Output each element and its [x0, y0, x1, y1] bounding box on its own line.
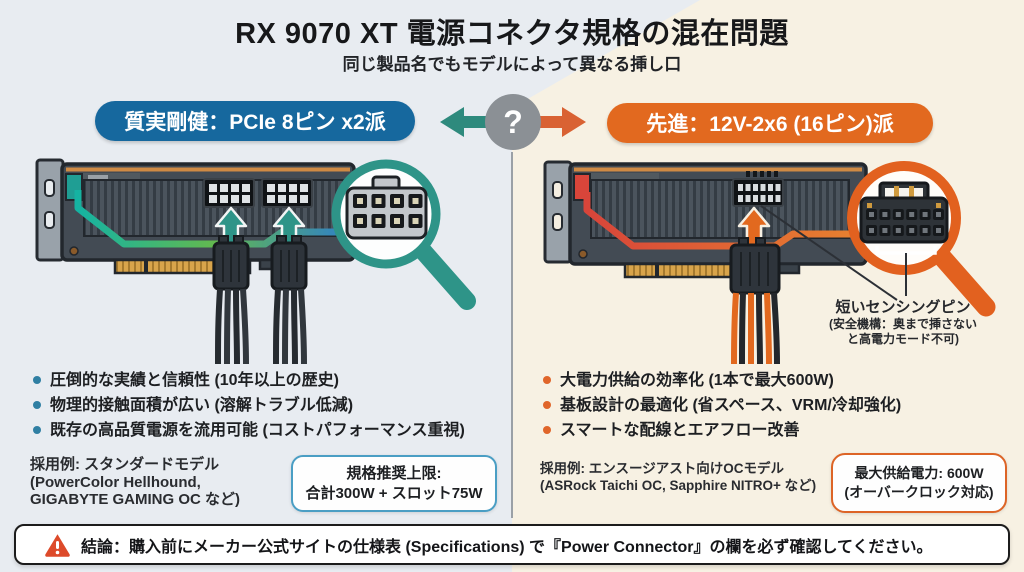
adoption-line: 採用例: エンスージアスト向けOCモデル: [540, 461, 784, 476]
annotation-detail-2: と高電力モード不可): [847, 332, 959, 346]
page-subtitle: 同じ製品名でもモデルによって異なる挿し口: [342, 55, 682, 74]
column-divider: [511, 152, 513, 518]
bullet-dot-icon: [543, 426, 551, 434]
bullet-dot-icon: [543, 401, 551, 409]
right-benefits-list: 大電力供給の効率化 (1本で最大600W) 基板設計の最適化 (省スペース、VR…: [543, 371, 1013, 440]
pcie-8pin-cable-plug-2: [270, 235, 308, 365]
question-mark-icon: ?: [485, 94, 541, 150]
left-faction-badge: 質実剛健：PCIe 8ピン x2派: [95, 101, 415, 141]
adoption-line: (ASRock Taichi OC, Sapphire NITRO+ など): [540, 478, 817, 493]
pcie-8pin-socket-2: [261, 178, 313, 208]
bullet-dot-icon: [33, 426, 41, 434]
adoption-line: 採用例: スタンダードモデル: [30, 456, 220, 473]
magnifier-icon-8pin: [331, 159, 476, 310]
list-item-label: 既存の高品質電源を流用可能 (コストパフォーマンス重視): [50, 422, 465, 439]
left-adoption-examples: 採用例: スタンダードモデル (PowerColor Hellhound, GI…: [30, 456, 240, 509]
list-item-label: 物理的接触面積が広い (溶解トラブル低減): [50, 397, 354, 414]
io-bracket: [35, 158, 65, 262]
list-item: 大電力供給の効率化 (1本で最大600W): [543, 371, 1013, 390]
io-bracket: [543, 160, 573, 264]
list-item: スマートな配線とエアフロー改善: [543, 421, 1013, 440]
list-item-label: 基板設計の最適化 (省スペース、VRM/冷却強化): [560, 397, 902, 414]
spec-line: 規格推奨上限:: [346, 464, 442, 482]
left-spec-box: 規格推奨上限: 合計300W + スロット75W: [291, 455, 497, 512]
left-benefits-list: 圧倒的な実績と信頼性 (10年以上の歴史) 物理的接触面積が広い (溶解トラブル…: [33, 371, 503, 440]
right-arrow-icon: [536, 107, 586, 137]
list-item-label: 圧倒的な実績と信頼性 (10年以上の歴史): [50, 372, 339, 389]
magnifier-icon-16pin: [847, 161, 996, 317]
conclusion-text: 結論：購入前にメーカー公式サイトの仕様表 (Specifications) で『…: [81, 538, 933, 556]
adoption-line: (PowerColor Hellhound,: [30, 473, 201, 491]
list-item-label: 大電力供給の効率化 (1本で最大600W): [560, 372, 834, 389]
right-faction-badge-label: 先進：12V-2x6 (16ピン)派: [646, 113, 894, 136]
list-item: 既存の高品質電源を流用可能 (コストパフォーマンス重視): [33, 421, 503, 440]
gpu-card-illustration-8pin: [35, 158, 476, 365]
bullet-dot-icon: [33, 401, 41, 409]
right-adoption-examples: 採用例: エンスージアスト向けOCモデル (ASRock Taichi OC, …: [540, 460, 816, 494]
spec-line: (オーバークロック対応): [844, 484, 994, 500]
adoption-line: GIGABYTE GAMING OC など): [30, 491, 241, 508]
spec-line: 合計300W + スロット75W: [305, 484, 483, 502]
sensing-pin-annotation: 短いセンシングピン (安全機構：奥まで挿さない と高電力モード不可): [793, 296, 1013, 347]
annotation-detail-1: (安全機構：奥まで挿さない: [829, 317, 977, 331]
warning-icon: [45, 533, 70, 557]
conclusion-banner: 結論：購入前にメーカー公式サイトの仕様表 (Specifications) で『…: [14, 524, 1010, 565]
spec-line: 最大供給電力: 600W: [854, 465, 984, 481]
left-arrow-icon: [440, 107, 490, 137]
left-faction-badge-label: 質実剛健：PCIe 8ピン x2派: [124, 111, 386, 134]
pcie-8pin-socket-1: [203, 178, 255, 208]
question-mark-glyph: ?: [503, 103, 523, 140]
annotation-pointer-line: [760, 205, 898, 301]
12v-2x6-socket: [732, 171, 784, 207]
page-title: RX 9070 XT 電源コネクタ規格の混在問題: [235, 18, 789, 50]
annotation-title: 短いセンシングピン: [835, 299, 971, 316]
bullet-dot-icon: [33, 376, 41, 384]
right-faction-badge: 先進：12V-2x6 (16ピン)派: [607, 103, 933, 143]
list-item-label: スマートな配線とエアフロー改善: [560, 422, 800, 439]
list-item: 物理的接触面積が広い (溶解トラブル低減): [33, 396, 503, 415]
gpu-card-illustration-16pin: [543, 160, 996, 365]
list-item: 基板設計の最適化 (省スペース、VRM/冷却強化): [543, 396, 1013, 415]
list-item: 圧倒的な実績と信頼性 (10年以上の歴史): [33, 371, 503, 390]
12v-2x6-cable-plug: [729, 237, 781, 365]
pcie-8pin-cable-plug-1: [212, 235, 250, 365]
right-spec-box: 最大供給電力: 600W (オーバークロック対応): [831, 453, 1007, 513]
bullet-dot-icon: [543, 376, 551, 384]
